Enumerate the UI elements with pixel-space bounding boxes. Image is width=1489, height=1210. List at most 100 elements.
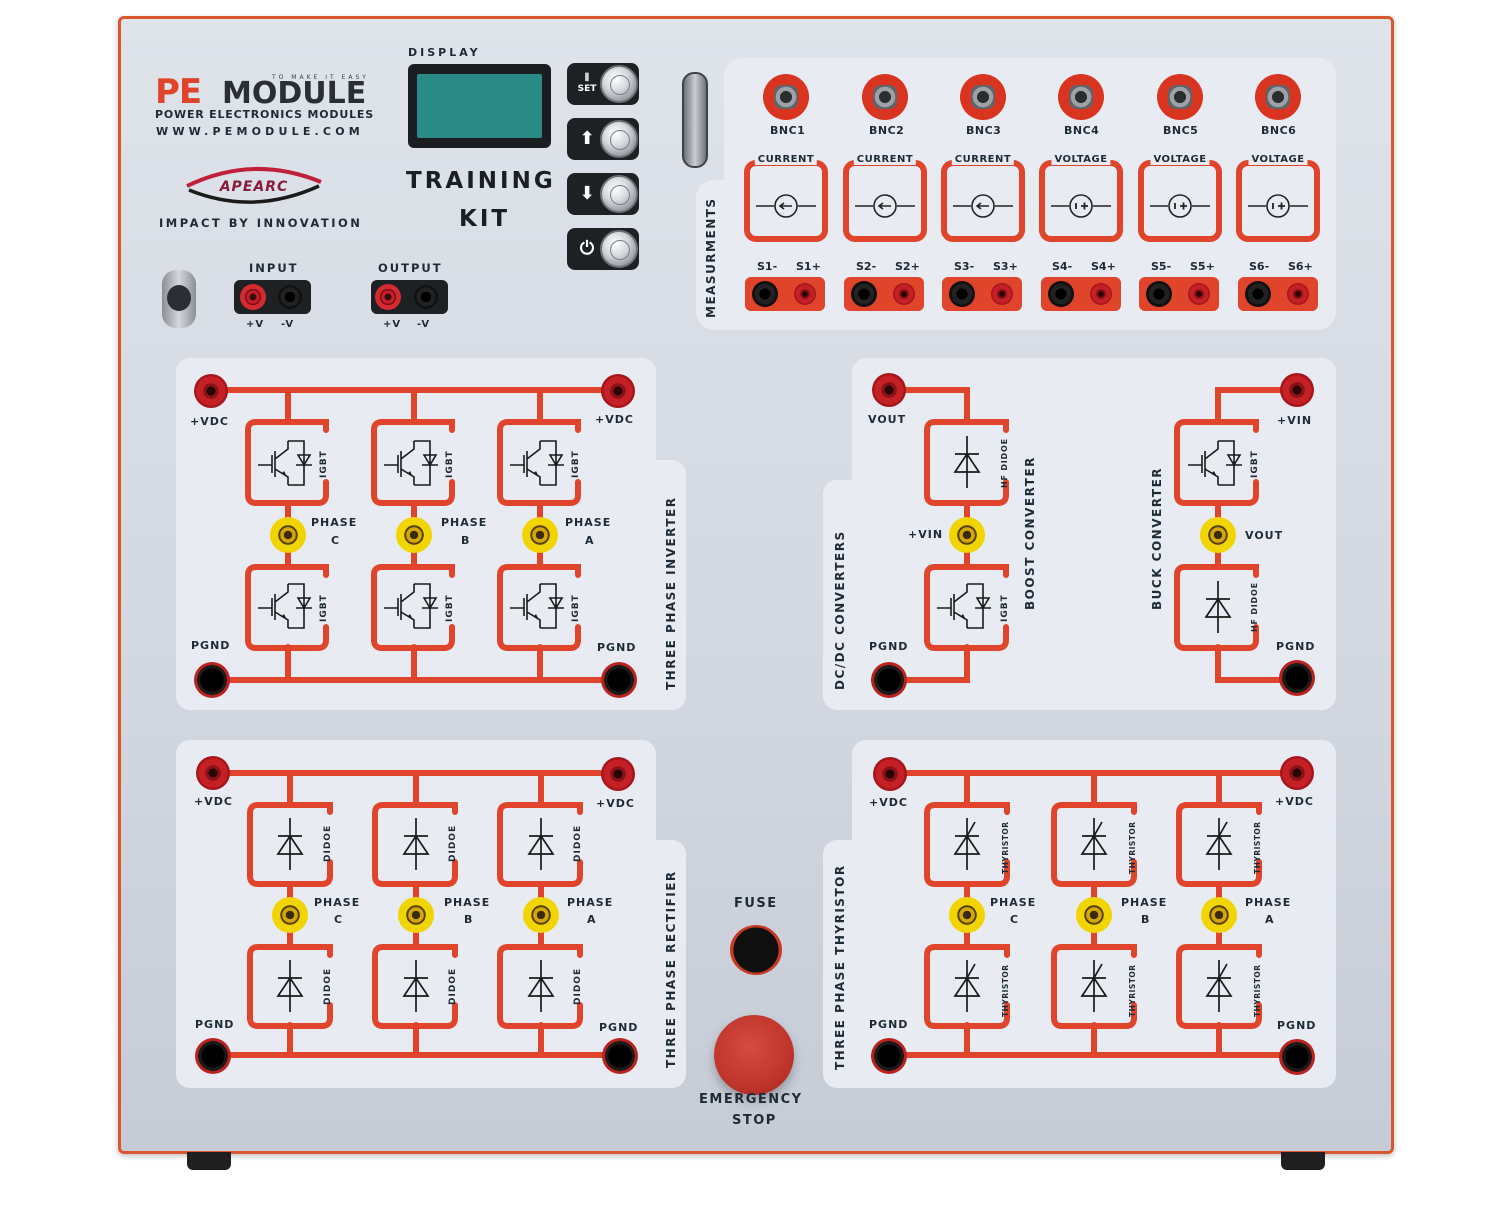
rectifier-phase-a-jack[interactable]: [523, 897, 559, 933]
s3-pos-jack[interactable]: [991, 283, 1013, 305]
s4-neg-jack[interactable]: [1048, 281, 1074, 307]
din-connector[interactable]: [162, 270, 196, 328]
input-neg-label: -V: [281, 319, 295, 330]
bnc6-connector[interactable]: [1255, 74, 1301, 120]
voltage-source-icon: [1248, 194, 1308, 218]
down-button-cap[interactable]: [600, 175, 638, 213]
thyristor-pgnd-left-jack[interactable]: [871, 1038, 907, 1074]
boost-pgnd-jack[interactable]: [871, 662, 907, 698]
s1-pos-label: S1+: [796, 260, 821, 273]
buck-vout-label: VOUT: [1245, 529, 1284, 542]
brand-website: WWW.PEMODULE.COM: [156, 125, 364, 138]
dsub-connector[interactable]: [682, 72, 708, 168]
s1-neg-jack[interactable]: [752, 281, 778, 307]
inverter-pgnd-right-jack[interactable]: [601, 662, 637, 698]
thyristor-vdc-left-jack[interactable]: [873, 757, 907, 791]
current-source-icon: [756, 194, 816, 218]
inverter-pgnd-left-label: PGND: [191, 639, 231, 652]
s4-jacks: [1041, 277, 1121, 311]
set-button-cap[interactable]: [600, 65, 638, 103]
bnc3-connector[interactable]: [960, 74, 1006, 120]
buck-vin-label: +VIN: [1277, 414, 1313, 427]
s5-pos-jack[interactable]: [1188, 283, 1210, 305]
s6-neg-jack[interactable]: [1245, 281, 1271, 307]
inverter-pgnd-right-label: PGND: [597, 641, 637, 654]
power-button[interactable]: ⏻: [567, 228, 639, 270]
up-button-cap[interactable]: [600, 120, 638, 158]
s4-pos-jack[interactable]: [1090, 283, 1112, 305]
input-jacks: [234, 280, 311, 314]
brand-pe: PE: [155, 72, 202, 112]
thyristor-title: THREE PHASE THYRISTOR: [833, 864, 847, 1070]
rectifier-phase-b-label: PHASE: [444, 896, 491, 909]
bnc2-connector[interactable]: [862, 74, 908, 120]
rectifier-phase-b-jack[interactable]: [398, 897, 434, 933]
bnc1-connector[interactable]: [763, 74, 809, 120]
s2-neg-jack[interactable]: [851, 281, 877, 307]
sensor-type-label: VOLTAGE: [1051, 154, 1111, 165]
power-button-cap[interactable]: [600, 230, 638, 268]
buck-vin-jack[interactable]: [1280, 373, 1314, 407]
s2-pos-jack[interactable]: [893, 283, 915, 305]
rectifier-pgnd-left-jack[interactable]: [195, 1038, 231, 1074]
buck-pgnd-jack[interactable]: [1279, 660, 1315, 696]
up-button[interactable]: ⬆: [567, 118, 639, 160]
s1-pos-jack[interactable]: [794, 283, 816, 305]
thyristor-pgnd-right-jack[interactable]: [1279, 1039, 1315, 1075]
input-positive-jack[interactable]: [240, 284, 266, 310]
sensor-type-label: CURRENT: [951, 154, 1015, 165]
bnc5-connector[interactable]: [1157, 74, 1203, 120]
fuse-holder[interactable]: [730, 925, 782, 975]
fuse-label: FUSE: [734, 896, 778, 911]
estop-label-line1: EMERGENCY: [699, 1092, 803, 1107]
apearc-logo-icon: APEARC: [186, 167, 322, 204]
igbt-label: IGBT: [445, 594, 455, 622]
inverter-phase-c-label: PHASE: [311, 516, 358, 529]
inverter-vdc-right-jack[interactable]: [601, 374, 635, 408]
input-negative-jack[interactable]: [278, 285, 302, 309]
rubber-foot-right: [1281, 1152, 1325, 1170]
boost-vout-label: VOUT: [868, 413, 907, 426]
s5-neg-jack[interactable]: [1146, 281, 1172, 307]
rectifier-vdc-left-jack[interactable]: [196, 756, 230, 790]
boost-vin-jack[interactable]: [949, 517, 985, 553]
buck-vout-jack[interactable]: [1200, 517, 1236, 553]
current-source-icon: [953, 194, 1013, 218]
bnc6-label: BNC6: [1261, 124, 1297, 137]
buck-pgnd-label: PGND: [1276, 640, 1316, 653]
rectifier-vdc-right-jack[interactable]: [601, 757, 635, 791]
thyristor-pgnd-right-label: PGND: [1277, 1019, 1317, 1032]
bnc4-connector[interactable]: [1058, 74, 1104, 120]
rectifier-tab: [640, 840, 686, 1088]
output-positive-jack[interactable]: [375, 284, 401, 310]
sensor-type-label: VOLTAGE: [1248, 154, 1308, 165]
down-button[interactable]: ⬇: [567, 173, 639, 215]
inverter-vdc-left-jack[interactable]: [194, 374, 228, 408]
set-button[interactable]: ⫼SET: [567, 63, 639, 105]
inverter-pgnd-left-jack[interactable]: [194, 662, 230, 698]
lcd-display: [408, 64, 551, 148]
thyristor-label: THYRISTOR: [1001, 964, 1010, 1017]
emergency-stop-button[interactable]: [714, 1015, 794, 1095]
thyristor-phase-b-jack[interactable]: [1076, 897, 1112, 933]
thyristor-vdc-right-jack[interactable]: [1280, 756, 1314, 790]
rectifier-phase-c-jack[interactable]: [272, 897, 308, 933]
s3-neg-jack[interactable]: [949, 281, 975, 307]
rectifier-pgnd-right-jack[interactable]: [602, 1038, 638, 1074]
s6-neg-label: S6-: [1249, 260, 1270, 273]
inverter-phase-b-jack[interactable]: [396, 517, 432, 553]
inverter-phase-a-jack[interactable]: [522, 517, 558, 553]
inverter-phase-c-jack[interactable]: [270, 517, 306, 553]
inverter-phase-a-label: PHASE: [565, 516, 612, 529]
diode-label: DIDOE: [448, 824, 458, 862]
s3-jacks: [942, 277, 1022, 311]
thyristor-phase-c-jack[interactable]: [949, 897, 985, 933]
rectifier-phase-a-letter: A: [587, 913, 597, 926]
lcd-screen: [417, 74, 542, 138]
boost-vout-jack[interactable]: [872, 373, 906, 407]
thyristor-phase-a-jack[interactable]: [1201, 897, 1237, 933]
output-negative-jack[interactable]: [414, 285, 438, 309]
s6-pos-jack[interactable]: [1287, 283, 1309, 305]
current-sensor-3: CURRENT: [941, 154, 1025, 242]
dcdc-title: DC/DC CONVERTERS: [833, 530, 847, 690]
